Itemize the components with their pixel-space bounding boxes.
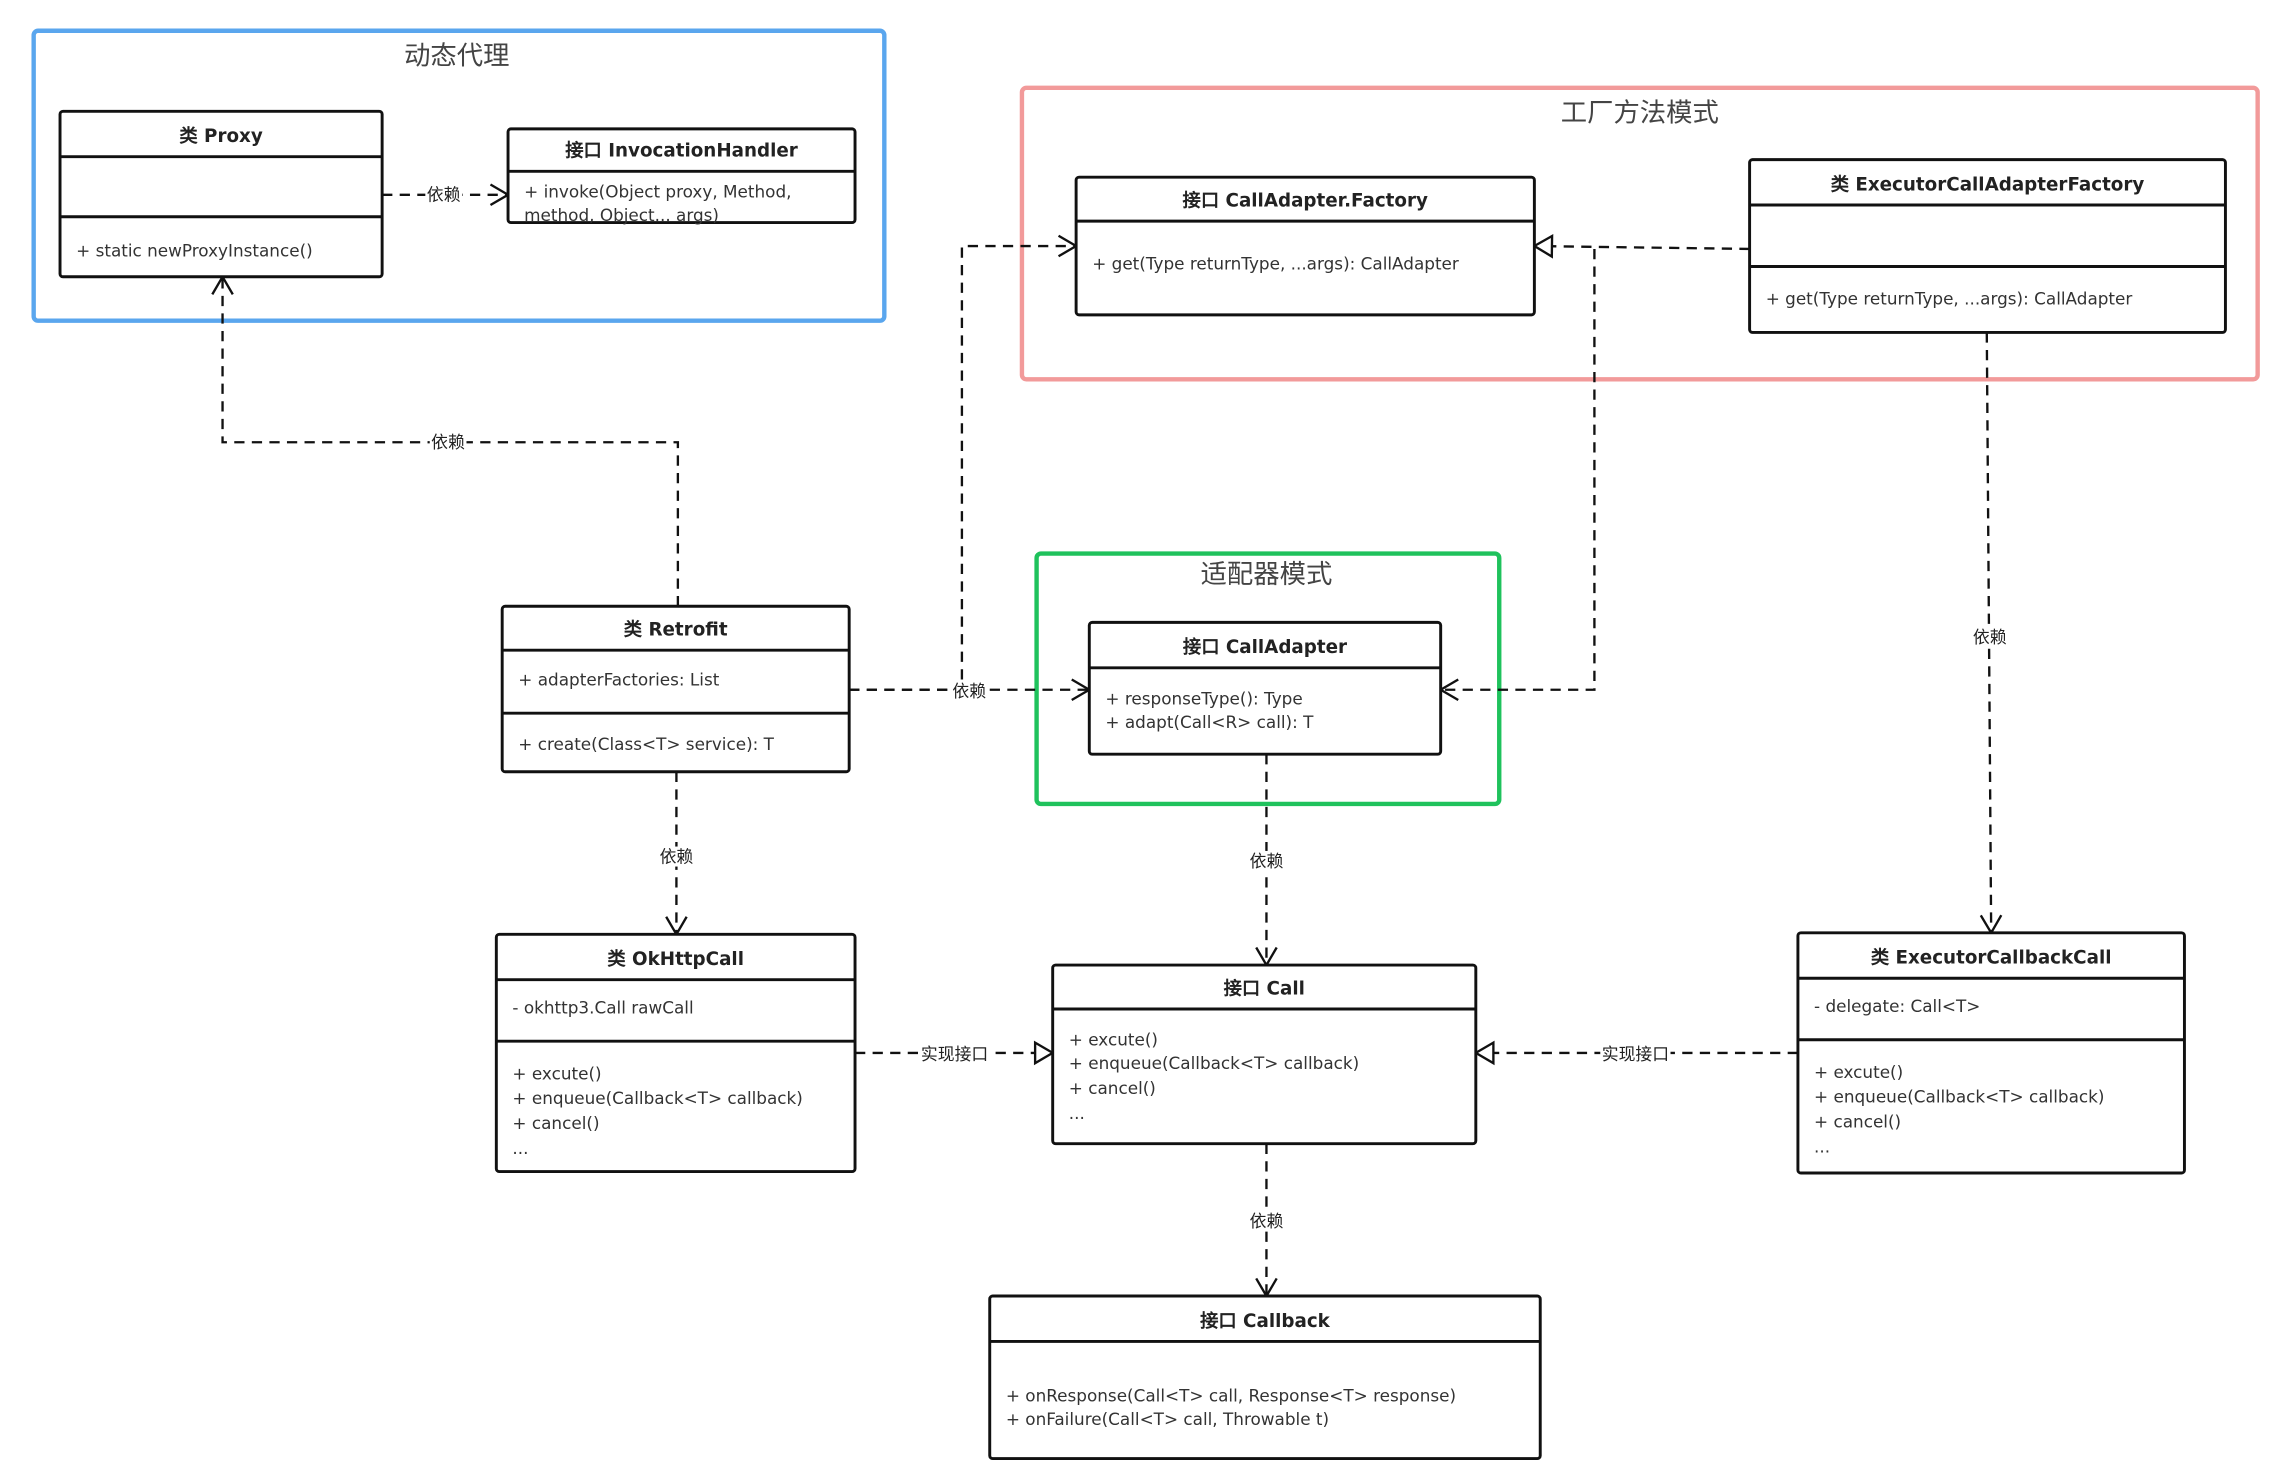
class-executor-call-adapter-factory[interactable]: 类 ExecutorCallAdapterFactory + get(Type r… <box>1748 158 2227 334</box>
edge-label-background <box>425 184 463 205</box>
class-method: ... <box>1814 1137 1830 1157</box>
edge-line <box>849 244 1077 691</box>
class-box <box>1087 620 1443 756</box>
class-title: 类 Retrofit <box>624 619 728 641</box>
class-box <box>494 932 857 1174</box>
edge-label-background <box>950 681 988 702</box>
edge-label: 依赖 <box>1250 1211 1284 1231</box>
class-method: + adapt(Call<R> call): T <box>1105 712 1314 732</box>
class-title: 接口 Callback <box>1200 1310 1331 1332</box>
class-method: method, Object... args) <box>524 205 719 225</box>
class-title: 类 ExecutorCallbackCall <box>1871 947 2112 969</box>
frame-border <box>31 28 887 323</box>
class-box <box>1074 175 1536 317</box>
edge-label: 依赖 <box>660 847 694 867</box>
class-method: + excute() <box>1069 1030 1158 1050</box>
edge-label-background <box>1971 626 2009 647</box>
hollow-triangle-arrow-icon <box>1473 1040 1495 1066</box>
class-method: + enqueue(Callback<T> callback) <box>1069 1053 1359 1073</box>
class-method: + get(Type returnType, ...args): CallAda… <box>1766 289 2133 309</box>
class-box <box>1796 931 2186 1175</box>
edge-executorfactory-factory <box>1532 233 1750 259</box>
hollow-triangle-arrow-icon <box>1033 1040 1056 1066</box>
class-method: ... <box>1069 1103 1085 1123</box>
class-attribute: - okhttp3.Call rawCall <box>512 997 693 1017</box>
edge-label-background <box>658 846 695 867</box>
edge-line <box>1440 248 1596 691</box>
class-title: 类 ExecutorCallAdapterFactory <box>1831 173 2145 195</box>
class-method: + enqueue(Callback<T> callback) <box>1814 1087 2104 1107</box>
edge-line <box>1534 244 1750 251</box>
edge-label: 依赖 <box>431 432 465 452</box>
class-okhttp-call[interactable]: 类 OkHttpCall - okhttp3.Call rawCall + excu… <box>494 932 857 1174</box>
class-title: 接口 CallAdapter.Factory <box>1183 189 1428 211</box>
class-method: + onFailure(Call<T> call, Throwable t) <box>1006 1409 1329 1429</box>
factory-frame: 工厂方法模式 <box>1019 85 2260 382</box>
frame-title: 动态代理 <box>404 41 509 71</box>
class-proxy[interactable]: 类 Proxy + static newProxyInstance() <box>58 109 384 279</box>
class-method: + cancel() <box>1814 1112 1901 1132</box>
class-method: + cancel() <box>1069 1078 1156 1098</box>
edge-label-background <box>1248 850 1285 871</box>
proxy-frame: 动态代理 <box>31 28 887 323</box>
class-title: 接口 Call <box>1224 977 1305 999</box>
class-method: + excute() <box>1814 1062 1903 1082</box>
class-method: + invoke(Object proxy, Method, <box>524 182 791 202</box>
class-method: + static newProxyInstance() <box>76 240 313 260</box>
edge-label: 依赖 <box>952 681 986 701</box>
adapter-frame: 适配器模式 <box>1034 551 1502 807</box>
edge-okhttpcall-call <box>855 1040 1056 1066</box>
class-call[interactable]: 接口 Call + excute() + enqueue(Callback<T> c… <box>1051 963 1478 1146</box>
class-method: + create(Class<T> service): T <box>518 734 774 754</box>
class-box <box>58 109 384 279</box>
hollow-triangle-arrow-icon <box>1532 233 1554 259</box>
class-method: + get(Type returnType, ...args): CallAda… <box>1092 253 1459 273</box>
edge-label: 实现接口 <box>921 1044 988 1064</box>
class-box <box>1748 158 2227 334</box>
class-callback[interactable]: 接口 Callback + onResponse(Call<T> call, Re… <box>988 1294 1542 1461</box>
edge-executorfactory-calladapter <box>1438 248 1596 702</box>
class-box <box>506 127 857 225</box>
class-box <box>500 604 851 774</box>
class-method: + enqueue(Callback<T> callback) <box>512 1088 802 1108</box>
frame-title: 工厂方法模式 <box>1561 99 1719 129</box>
class-method: + responseType(): Type <box>1105 688 1302 708</box>
class-attribute: + adapterFactories: List <box>518 669 719 689</box>
class-box <box>988 1294 1542 1461</box>
class-method: ... <box>512 1138 528 1158</box>
edge-label: 依赖 <box>1250 851 1284 871</box>
class-call-adapter-factory[interactable]: 接口 CallAdapter.Factory + get(Type returnT… <box>1074 175 1536 317</box>
class-title: 类 OkHttpCall <box>607 948 744 970</box>
edge-label: 实现接口 <box>1602 1044 1669 1064</box>
class-executor-callback-call[interactable]: 类 ExecutorCallbackCall - delegate: Call<T… <box>1796 931 2186 1175</box>
class-retrofit[interactable]: 类 Retrofit + adapterFactories: List + crea… <box>500 604 851 774</box>
frame-border <box>1034 551 1502 807</box>
class-call-adapter[interactable]: 接口 CallAdapter + responseType(): Type + ad… <box>1087 620 1443 756</box>
class-title: 接口 InvocationHandler <box>565 140 798 162</box>
edge-label-background <box>1248 1211 1285 1232</box>
frame-title: 适配器模式 <box>1201 560 1333 590</box>
edge-label-background <box>919 1044 990 1065</box>
class-attribute: - delegate: Call<T> <box>1814 996 1980 1016</box>
class-title: 接口 CallAdapter <box>1183 636 1347 658</box>
edge-label-background <box>1600 1044 1671 1065</box>
class-method: + onResponse(Call<T> call, Response<T> r… <box>1006 1385 1456 1405</box>
frame-border <box>1019 85 2260 382</box>
class-method: + excute() <box>512 1063 601 1083</box>
edge-label: 依赖 <box>1973 627 2007 647</box>
class-title: 类 Proxy <box>179 125 262 147</box>
edge-label-background <box>429 432 467 453</box>
class-invocation-handler[interactable]: 接口 InvocationHandler + invoke(Object prox… <box>506 127 857 225</box>
edge-label: 依赖 <box>427 185 461 205</box>
class-method: + cancel() <box>512 1113 599 1133</box>
